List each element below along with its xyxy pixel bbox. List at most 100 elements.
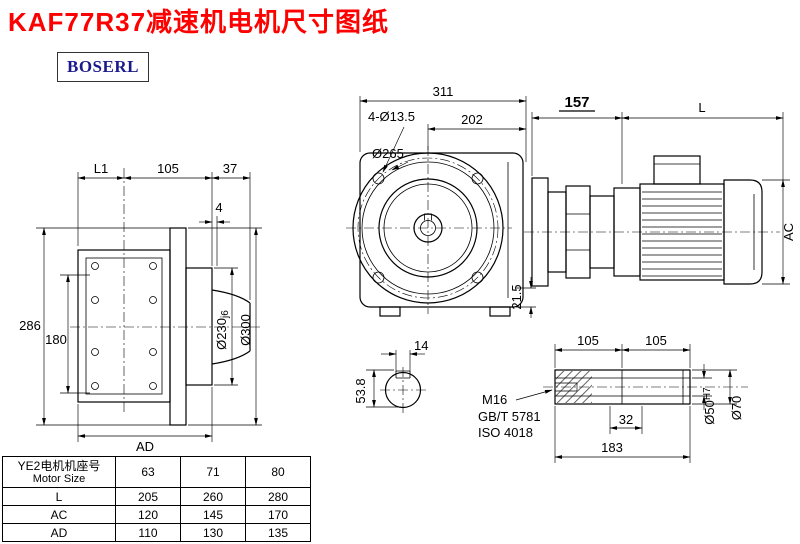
table-row-AD: AD 110 130 135 (2, 523, 311, 542)
dim-label-37: 37 (223, 161, 237, 176)
foot (489, 306, 511, 317)
housing-bore-circle (378, 178, 478, 278)
dim-label-d230-tolerance: j6 (220, 310, 231, 319)
hollow-shaft-detail: 105 105 32 183 M16 GB/T 5781 ISO 4018 Ø5… (478, 333, 748, 463)
extension-lines (36, 172, 262, 442)
table-cell: 280 (245, 487, 311, 506)
table-header-motor-size: YE2电机机座号 Motor Size (2, 456, 116, 488)
dim-label-14: 14 (414, 338, 428, 353)
table-row-AC: AC 120 145 170 (2, 505, 311, 524)
bolt-hole (91, 262, 99, 270)
flange-bell (211, 289, 251, 365)
dim-label-l1: L1 (94, 161, 108, 176)
table-row-label: AC (2, 505, 116, 524)
dim-label-d70: Ø70 (729, 396, 744, 421)
motor-size-label-en: Motor Size (32, 472, 86, 485)
bolt-hole (149, 262, 157, 270)
dim-label-311: 311 (433, 84, 454, 99)
dim-label-105: 105 (157, 161, 179, 176)
table-row-L: L 205 260 280 (2, 487, 311, 506)
dim-label-4: 4 (215, 200, 222, 215)
flange-circle-265 (361, 161, 495, 295)
leader-d265 (391, 161, 409, 171)
dim-label-21-5: 21.5 (509, 284, 524, 309)
bore-lines (555, 370, 690, 404)
motor-fins (642, 191, 722, 277)
leader-bolt-holes (382, 126, 405, 173)
note-iso-4018: ISO 4018 (478, 425, 533, 440)
table-cell: 110 (115, 523, 181, 542)
thread-lines (555, 382, 578, 392)
flange-outer-circle (352, 152, 504, 304)
table-cell-size: 71 (180, 456, 246, 488)
flange-pilot (185, 267, 213, 386)
table-cell: 120 (115, 505, 181, 524)
table-cell: 135 (245, 523, 311, 542)
fan-cover (723, 179, 763, 285)
boserl-logo: BOSERL (57, 52, 149, 82)
table-cell: 260 (180, 487, 246, 506)
shaft-outline (554, 369, 691, 405)
output-flange (169, 227, 187, 426)
bolt-hole (91, 348, 99, 356)
bolt-hole (91, 382, 99, 390)
dim-label-d300: Ø300 (238, 314, 253, 346)
dim-label-105a: 105 (577, 333, 599, 348)
dim-label-bolt-holes: 4-Ø13.5 (368, 109, 415, 124)
center-line (70, 168, 262, 414)
table-cell-size: 63 (115, 456, 181, 488)
table-cell: 130 (180, 523, 246, 542)
extension-lines (531, 112, 790, 285)
bolt-hole (149, 348, 157, 356)
flange-bolt-hole (372, 172, 385, 185)
flange-bolt-hole (471, 172, 484, 185)
side-view: L1 105 37 4 286 180 Ø230j6 Ø300 AD (19, 161, 262, 454)
motor-side-view: 157 L AC (524, 94, 796, 287)
dim-label-d50-tolerance: H7 (702, 387, 713, 400)
table-cell: 205 (115, 487, 181, 506)
dim-label-d230-value: Ø230 (214, 318, 229, 350)
shaft-key-section: 14 53.8 (353, 338, 428, 414)
dim-label-286: 286 (19, 318, 41, 333)
table-cell: 145 (180, 505, 246, 524)
extension-lines (554, 344, 737, 463)
front-view: 311 202 4-Ø13.5 Ø265 21.5 (346, 84, 536, 318)
motor-size-table: YE2电机机座号 Motor Size 63 71 80 L 205 260 2… (2, 456, 311, 542)
note-gbt-5781: GB/T 5781 (478, 409, 541, 424)
gearbox-detail-lines (566, 213, 590, 251)
dim-label-L: L (698, 100, 705, 115)
dim-label-d230: Ø230j6 (214, 310, 231, 350)
dim-label-d265: Ø265 (372, 146, 404, 161)
keyway (424, 213, 432, 221)
center-cross (346, 146, 512, 314)
bolt-circle (357, 157, 499, 299)
motor-size-label-cn: YE2电机机座号 (17, 458, 101, 473)
dim-label-53-8: 53.8 (353, 378, 368, 403)
shaft-bore-circle (420, 220, 436, 236)
table-header-row: YE2电机机座号 Motor Size 63 71 80 (2, 456, 311, 488)
bolt-hole (149, 296, 157, 304)
dim-label-d50-value: Ø50 (702, 400, 717, 425)
flange-bolt-hole (372, 271, 385, 284)
dim-label-32: 32 (619, 412, 633, 427)
dim-label-105b: 105 (645, 333, 667, 348)
table-row-label: AD (2, 523, 116, 542)
extension-lines (366, 350, 411, 408)
dim-label-d50: Ø50H7 (702, 387, 717, 425)
housing-bore-inner-circle (383, 183, 473, 273)
shaft-circle (384, 371, 422, 409)
foot (379, 306, 401, 317)
dim-label-157: 157 (564, 94, 589, 111)
dim-label-AC: AC (781, 223, 796, 241)
key-profile (395, 370, 411, 379)
table-row-label: L (2, 487, 116, 506)
housing (359, 152, 524, 308)
table-cell-size: 80 (245, 456, 311, 488)
note-m16: M16 (482, 392, 507, 407)
terminal-box (653, 155, 701, 185)
leader-m16 (515, 389, 553, 401)
page-title: KAF77R37减速机电机尺寸图纸 (8, 7, 390, 37)
bolt-hole (91, 296, 99, 304)
dim-label-180: 180 (45, 332, 67, 347)
